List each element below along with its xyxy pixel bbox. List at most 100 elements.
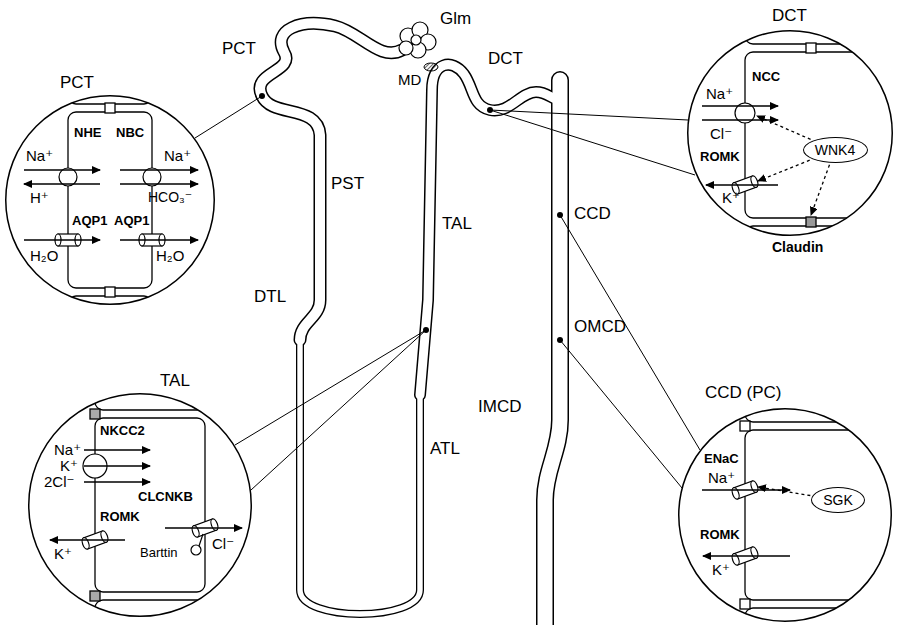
flux-arrow — [84, 449, 150, 450]
channel-symbol — [750, 480, 760, 493]
nephron-tubule — [300, 336, 420, 614]
flux-arrow — [702, 489, 790, 490]
segment-label: OMCD — [574, 318, 626, 335]
flux-arrow — [706, 184, 778, 185]
ion-label: HCO₃⁻ — [148, 190, 192, 204]
segment-label: PST — [331, 175, 364, 192]
kinase-label: SGK — [823, 493, 853, 507]
ion-label: Na⁺ — [26, 148, 53, 163]
flux-arrow — [120, 183, 198, 184]
channel-symbol — [210, 518, 220, 531]
flux-arrow — [24, 106, 790, 556]
leader-line — [251, 330, 426, 490]
kinase-ellipse: WNK4 — [803, 137, 868, 163]
nephron-tubule — [420, 65, 560, 395]
segment-label: IMCD — [478, 398, 521, 415]
regulation-arrow — [811, 165, 830, 215]
macula-densa — [424, 63, 438, 71]
kinase-ellipse: SGK — [811, 487, 865, 513]
transporter-label: NKCC2 — [100, 424, 145, 437]
cell-outline — [68, 0, 900, 625]
cell-outline — [105, 103, 115, 113]
transporter-label: AQP1 — [72, 214, 107, 227]
view-outline — [29, 394, 252, 617]
cell-outline — [745, 0, 900, 44]
channel-symbol — [750, 546, 760, 559]
channel-symbol — [199, 534, 203, 546]
channel-symbol — [81, 537, 91, 550]
ion-label: K⁺ — [722, 190, 740, 205]
ion-label: Na⁺ — [164, 148, 191, 163]
transporter-label: ENaC — [704, 452, 739, 465]
transporter-symbol — [59, 103, 755, 478]
transporter-label: CLCNKB — [138, 490, 193, 503]
cell-outline — [806, 43, 816, 53]
ion-label: H₂O — [156, 248, 184, 263]
view-heading: DCT — [772, 7, 807, 24]
cell-outline — [68, 112, 152, 288]
nephron-tubule — [300, 336, 420, 614]
site-dot — [259, 93, 563, 343]
flux-arrow — [24, 169, 100, 170]
transporter-label: Claudin — [772, 240, 823, 254]
cell-outline — [745, 0, 900, 316]
ion-label: 2Cl⁻ — [44, 474, 74, 489]
ion-label: K⁺ — [60, 458, 78, 473]
channel-symbol — [731, 553, 741, 566]
cell-outline — [740, 599, 750, 609]
channel-symbol — [750, 175, 760, 188]
kinase-label: WNK4 — [815, 143, 855, 157]
ion-label: Na⁺ — [54, 442, 81, 457]
flux-arrow — [120, 239, 198, 240]
segment-label: Glm — [440, 10, 471, 27]
glomerulus — [399, 41, 413, 55]
view-outline — [679, 409, 892, 622]
flux-arrow — [120, 169, 198, 170]
site-dot — [259, 93, 265, 99]
glomerulus — [399, 22, 436, 58]
transporter-label: NBC — [116, 126, 144, 139]
segment-label: CCD — [574, 205, 611, 222]
view-outline — [678, 408, 892, 622]
ion-label: Na⁺ — [708, 470, 735, 485]
cell-outline — [806, 217, 816, 227]
flux-arrow — [50, 539, 125, 540]
site-dot — [423, 327, 429, 333]
ion-label: Cl⁻ — [710, 126, 732, 141]
cell-outline — [90, 409, 100, 419]
cell-outline — [105, 287, 115, 297]
site-dot — [557, 212, 563, 218]
cell-outline — [90, 330, 205, 625]
ion-label: Cl⁻ — [212, 536, 234, 551]
cell-outline — [68, 20, 152, 104]
ion-label: K⁺ — [712, 562, 730, 577]
transporter-label: NCC — [752, 70, 780, 83]
regulation-arrow — [758, 487, 810, 496]
leader-line — [490, 110, 695, 175]
transporter-label: ROMK — [100, 510, 140, 523]
ion-label: H₂O — [30, 248, 58, 263]
flux-arrow — [84, 481, 150, 482]
segment-label: TAL — [442, 215, 472, 232]
cell-outline — [95, 418, 205, 592]
site-dot — [487, 107, 493, 113]
regulation-arrow — [758, 160, 810, 181]
cell-outline — [745, 608, 900, 625]
segment-label: DCT — [488, 50, 523, 67]
ion-label: Na⁺ — [706, 86, 733, 101]
flux-arrow — [703, 555, 790, 556]
segment-label: MD — [398, 72, 421, 87]
cell-outline — [740, 421, 750, 431]
channel-symbol — [191, 525, 201, 538]
channel-symbol — [55, 175, 759, 566]
cell-outline — [90, 591, 100, 601]
leader-line — [560, 340, 682, 488]
flux-arrow — [165, 527, 242, 528]
view-heading: TAL — [160, 372, 190, 389]
leader-line — [490, 110, 688, 120]
view-heading: CCD (PC) — [705, 384, 782, 401]
channel-symbol — [100, 530, 110, 543]
